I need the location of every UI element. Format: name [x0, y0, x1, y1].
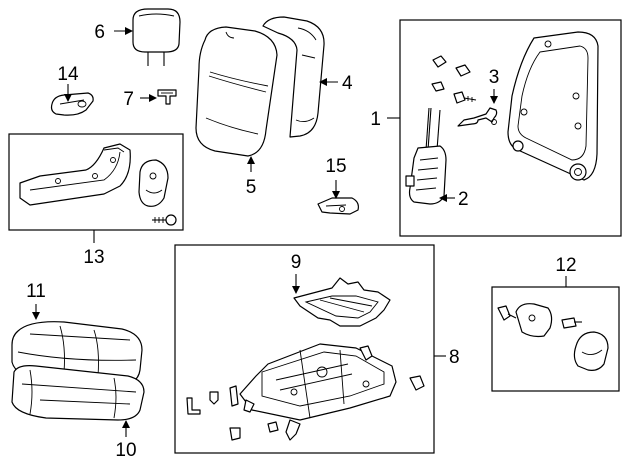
side-cover-group-box	[8, 133, 184, 231]
callout-1: 1	[370, 109, 381, 130]
seatback-frame-group-box	[399, 19, 622, 237]
seatback-rear-cover	[262, 16, 325, 138]
lock-spring	[457, 107, 498, 127]
callout-11: 11	[26, 281, 46, 302]
track-clips-and-bolts	[186, 345, 425, 441]
seatback-frame	[507, 31, 599, 181]
seat-cushion-pad	[11, 365, 145, 421]
cover-screw	[152, 214, 177, 226]
headrest-guide	[157, 89, 177, 105]
seat-track-group-box	[174, 244, 435, 454]
callout-10: 10	[115, 440, 136, 461]
callout-15: 15	[325, 156, 346, 177]
headrest	[132, 8, 181, 66]
callout-9: 9	[291, 252, 302, 273]
callout-2: 2	[458, 189, 469, 210]
callout-8: 8	[449, 347, 460, 368]
callout-5: 5	[246, 177, 257, 198]
headrest-support	[50, 92, 94, 116]
callout-14: 14	[57, 64, 79, 85]
hinge-cover-parts	[497, 303, 609, 371]
bolt	[453, 91, 477, 104]
callout-12: 12	[555, 255, 576, 276]
hinge-cover-group-box	[491, 286, 620, 392]
callout-3: 3	[489, 67, 500, 88]
callout-7: 7	[123, 89, 134, 110]
callout-4: 4	[342, 73, 353, 94]
seat-side-cover	[19, 143, 131, 206]
seat-cushion-frame	[293, 277, 391, 327]
seatback-front-cover	[195, 26, 278, 157]
callout-13: 13	[83, 247, 104, 268]
callout-6: 6	[94, 22, 105, 43]
lever-bracket	[317, 197, 359, 215]
recliner-hinge-cover	[138, 159, 169, 207]
lumbar-support-assembly	[405, 107, 447, 205]
seat-adjuster-track	[239, 343, 397, 441]
small-clips	[431, 55, 471, 92]
